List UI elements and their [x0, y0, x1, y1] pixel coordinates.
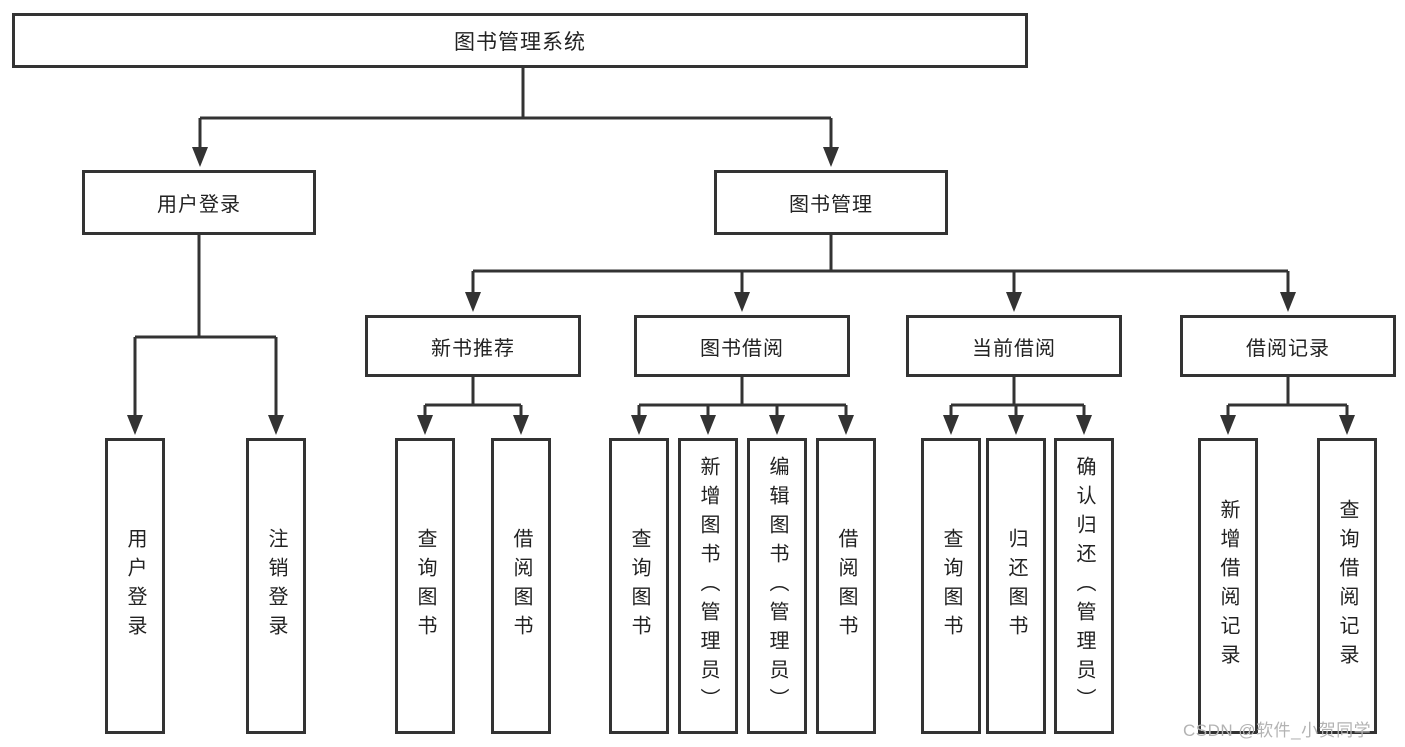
leaf-record-add: 新增借阅记录: [1198, 438, 1258, 734]
node-root-label: 图书管理系统: [454, 30, 586, 54]
leaf-current-confirm-admin-label: 确认归还（管理员）: [1073, 455, 1095, 717]
node-borrow-record-label: 借阅记录: [1246, 337, 1330, 360]
node-book-management: 图书管理: [714, 170, 948, 235]
leaf-newbook-borrow: 借阅图书: [491, 438, 551, 734]
leaf-borrow-add-admin-label: 新增图书（管理员）: [697, 455, 719, 717]
leaf-current-return-label: 归还图书: [1005, 528, 1027, 644]
leaf-current-query-label: 查询图书: [940, 528, 962, 644]
leaf-borrow-add-admin: 新增图书（管理员）: [678, 438, 738, 734]
leaf-current-query: 查询图书: [921, 438, 981, 734]
node-user-login: 用户登录: [82, 170, 316, 235]
node-new-book-recommend-label: 新书推荐: [431, 337, 515, 360]
tree-edges: [133, 68, 1349, 420]
node-current-borrow-label: 当前借阅: [972, 337, 1056, 360]
node-root-system: 图书管理系统: [12, 13, 1028, 68]
leaf-newbook-query-label: 查询图书: [414, 528, 436, 644]
node-borrow-record: 借阅记录: [1180, 315, 1396, 377]
leaf-logout-label: 注销登录: [265, 528, 287, 644]
leaf-borrow-borrow-label: 借阅图书: [835, 528, 857, 644]
leaf-borrow-borrow: 借阅图书: [816, 438, 876, 734]
leaf-user-login: 用户登录: [105, 438, 165, 734]
leaf-borrow-edit-admin-label: 编辑图书（管理员）: [766, 455, 788, 717]
leaf-user-login-label: 用户登录: [124, 528, 146, 644]
leaf-record-query: 查询借阅记录: [1317, 438, 1377, 734]
leaf-current-return: 归还图书: [986, 438, 1046, 734]
leaf-current-confirm-admin: 确认归还（管理员）: [1054, 438, 1114, 734]
csdn-watermark: CSDN @软件_小贺同学: [1183, 721, 1372, 740]
node-user-login-label: 用户登录: [157, 194, 241, 216]
leaf-record-add-label: 新增借阅记录: [1217, 499, 1239, 673]
node-book-borrow-label: 图书借阅: [700, 337, 784, 360]
arrowheads: [127, 147, 1355, 435]
node-current-borrow: 当前借阅: [906, 315, 1122, 377]
leaf-borrow-query: 查询图书: [609, 438, 669, 734]
leaf-record-query-label: 查询借阅记录: [1336, 499, 1358, 673]
leaf-logout: 注销登录: [246, 438, 306, 734]
leaf-newbook-query: 查询图书: [395, 438, 455, 734]
node-new-book-recommend: 新书推荐: [365, 315, 581, 377]
leaf-borrow-edit-admin: 编辑图书（管理员）: [747, 438, 807, 734]
leaf-borrow-query-label: 查询图书: [628, 528, 650, 644]
node-book-management-label: 图书管理: [789, 194, 873, 216]
node-book-borrow: 图书借阅: [634, 315, 850, 377]
leaf-newbook-borrow-label: 借阅图书: [510, 528, 532, 644]
